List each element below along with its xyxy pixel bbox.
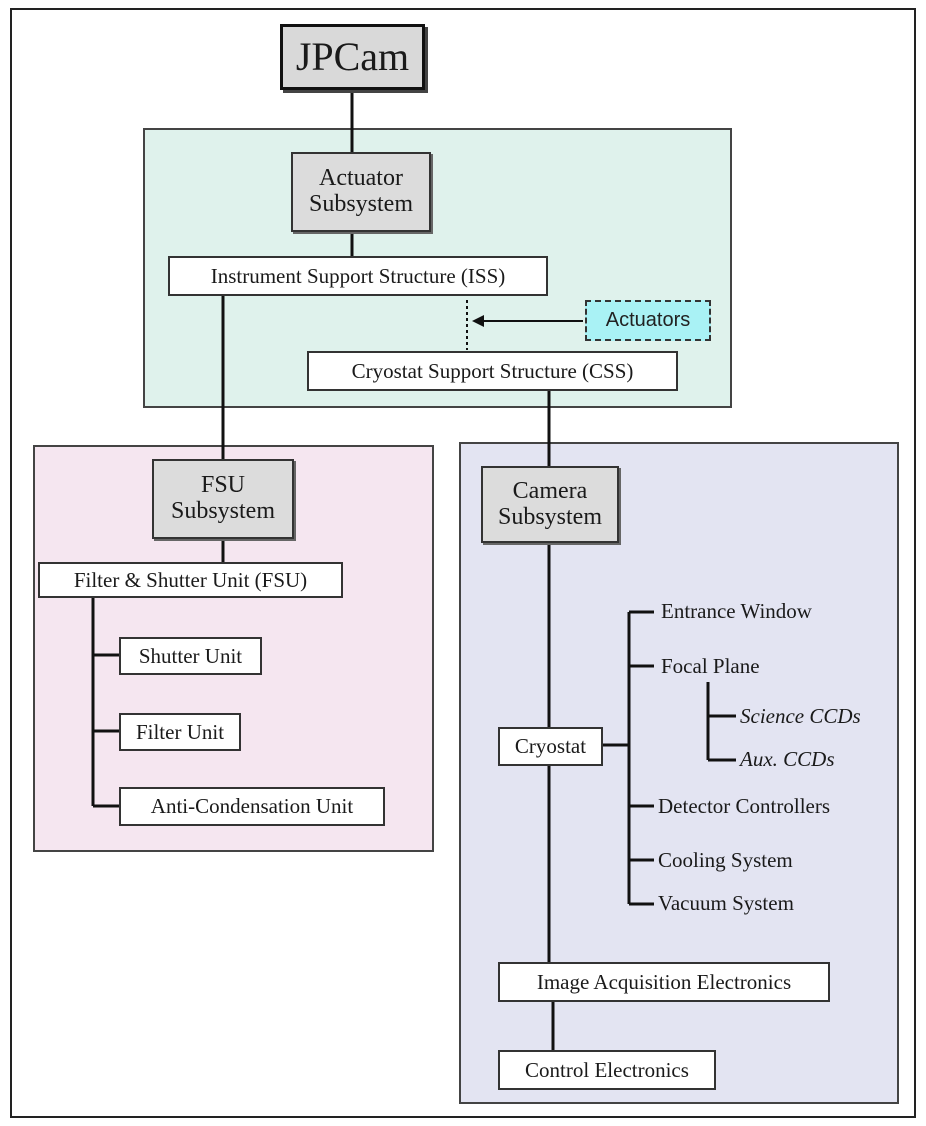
fsu-subsystem-title-line-2: Subsystem [170,498,275,524]
focal-plane-label: Focal Plane [661,654,760,678]
iss-node: Instrument Support Structure (ISS) [168,256,548,296]
root-node: JPCam [280,24,425,90]
filter-unit-node: Filter Unit [119,713,241,751]
outer-frame [10,8,916,1118]
fsu-subsystem-node: FSU Subsystem [152,459,294,539]
camera-subsystem-title-line-1: Camera [512,477,588,504]
entrance-window-label: Entrance Window [661,599,812,623]
science-ccds-label: Science CCDs [740,704,861,728]
fsu-node: Filter & Shutter Unit (FSU) [38,562,343,598]
actuator-subsystem-title-line-2: Subsystem [308,191,413,217]
aux-ccds-label: Aux. CCDs [740,747,835,771]
vacuum-system-label: Vacuum System [658,891,794,915]
camera-subsystem-title-line-2: Subsystem [497,503,602,530]
detector-controllers-label: Detector Controllers [658,794,831,818]
image-acquisition-electronics-node: Image Acquisition Electronics [498,962,830,1002]
actuator-subsystem-node: Actuator Subsystem [291,152,431,232]
cooling-system-label: Cooling System [658,848,793,872]
control-electronics-node: Control Electronics [498,1050,716,1090]
css-node: Cryostat Support Structure (CSS) [307,351,678,391]
cryostat-node: Cryostat [498,727,603,766]
anti-condensation-unit-node: Anti-Condensation Unit [119,787,385,826]
actuators-node: Actuators [585,300,711,341]
actuator-subsystem-title-line-1: Actuator [319,165,403,192]
fsu-subsystem-title-line-1: FSU [200,472,245,499]
camera-subsystem-node: Camera Subsystem [481,466,619,543]
shutter-unit-node: Shutter Unit [119,637,262,675]
